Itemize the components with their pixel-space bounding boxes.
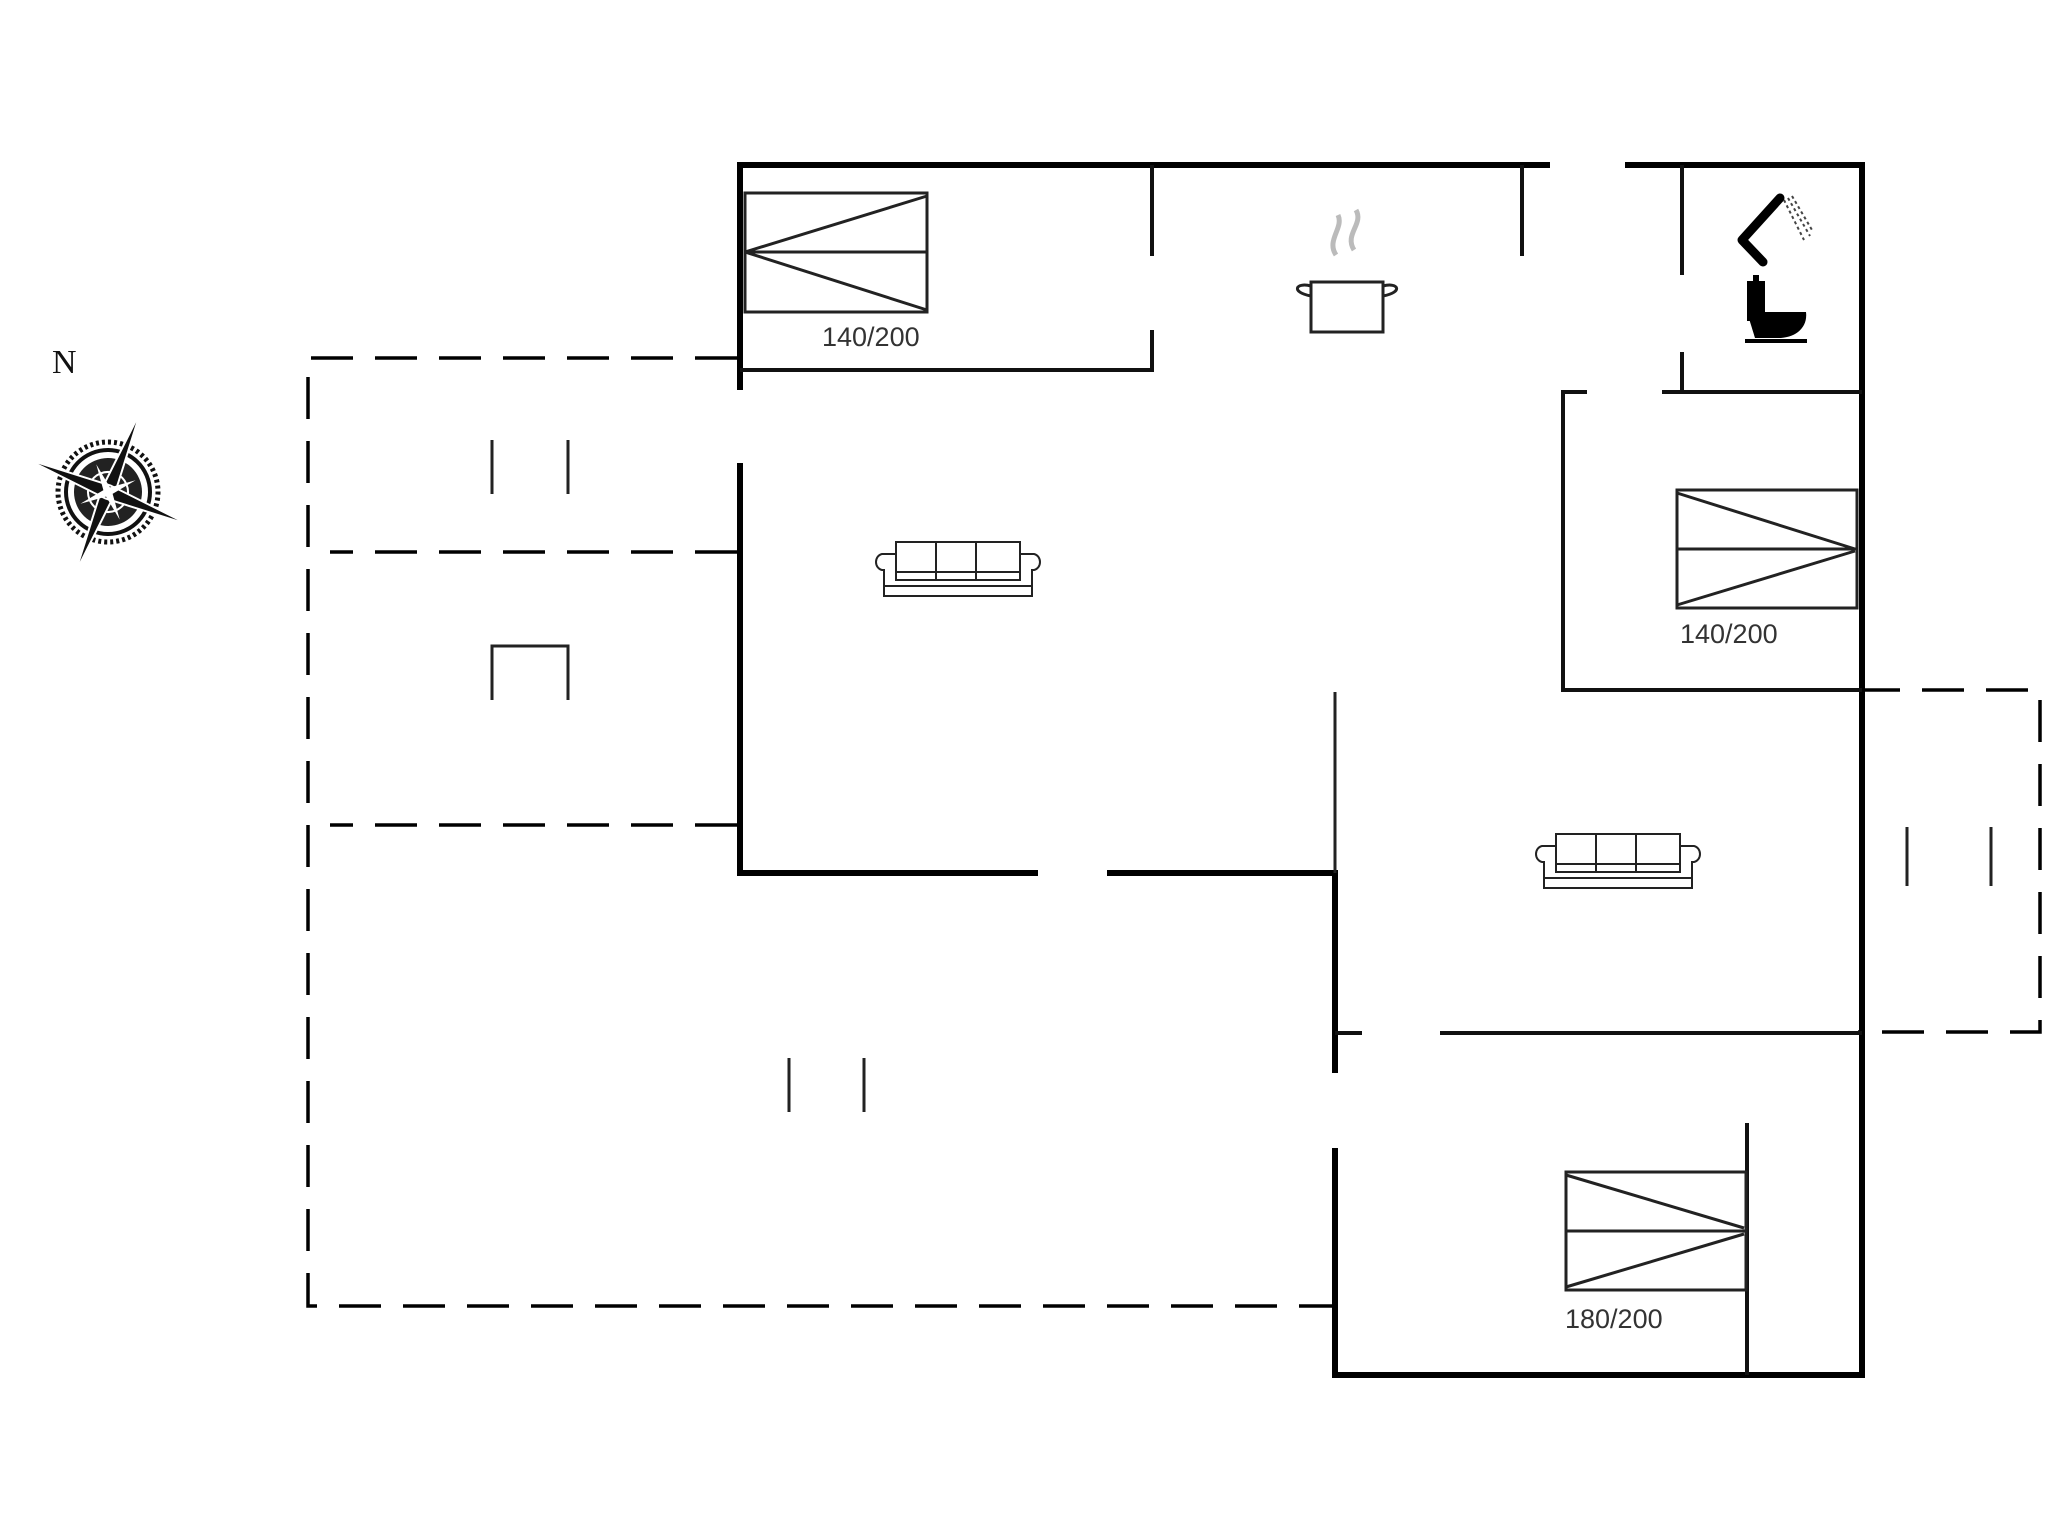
door-marker-icon	[1905, 827, 1993, 886]
interior-walls	[740, 165, 1862, 1375]
door-marker-icon	[490, 440, 570, 494]
bed-size-label: 140/200	[822, 322, 920, 352]
north-label: N	[52, 344, 77, 381]
sofa-icon	[875, 541, 1041, 597]
terrace-west	[306, 356, 1335, 1308]
compass-rose-icon	[25, 409, 191, 575]
exterior-walls	[737, 162, 1865, 1378]
table-icon	[490, 644, 570, 700]
double-bed-icon	[1675, 488, 1859, 610]
sofa-icon	[1535, 833, 1701, 889]
double-bed-icon	[1564, 1170, 1748, 1292]
door-marker-icon	[787, 1058, 866, 1112]
toilet-icon	[1745, 275, 1807, 343]
double-bed-icon	[743, 191, 929, 314]
cooking-pot-icon	[1296, 208, 1398, 334]
shower-icon	[1737, 193, 1813, 267]
bed-size-label: 180/200	[1565, 1304, 1663, 1334]
bed-size-label: 140/200	[1680, 619, 1778, 649]
compass: N	[25, 344, 191, 575]
terrace-east	[1858, 688, 2042, 1034]
